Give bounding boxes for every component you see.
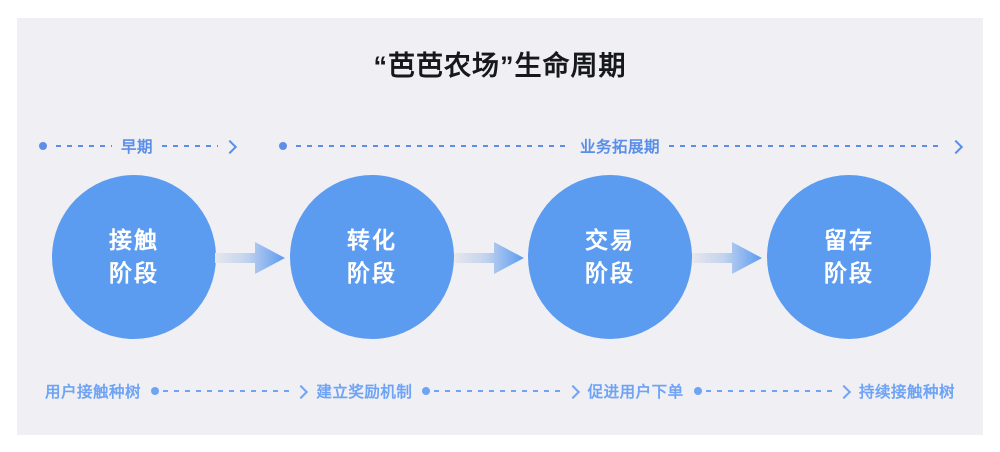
chevron-right-icon	[838, 384, 849, 398]
action-connector	[151, 384, 306, 398]
stage-label-line1: 接触	[109, 226, 159, 253]
stage-label-line1: 转化	[347, 226, 397, 253]
dashed-line	[705, 390, 837, 392]
stage-label-line1: 留存	[824, 226, 874, 253]
actions-band: 用户接触种树 建立奖励机制 促进用户下单 持续接触种树	[17, 373, 983, 409]
page-title: “芭芭农场”生命周期	[373, 51, 627, 81]
stage-label-line2: 阶段	[109, 260, 159, 286]
phase-header-band: 早期 业务拓展期	[17, 128, 983, 164]
phase-label-expansion: 业务拓展期	[580, 139, 661, 156]
stage-node-contact[interactable]: 接触 阶段	[52, 175, 216, 339]
stage-label-line2: 阶段	[585, 260, 635, 286]
dot-icon	[39, 142, 47, 150]
action-connector	[422, 384, 577, 398]
dot-icon	[151, 387, 160, 395]
chevron-right-icon	[567, 384, 578, 398]
phase-track-early: 早期	[39, 128, 235, 164]
dot-icon	[279, 142, 287, 150]
dashed-line	[669, 145, 945, 147]
dashed-line	[163, 390, 295, 392]
block-arrow-right-icon	[215, 242, 285, 274]
dashed-line	[434, 390, 566, 392]
phase-track-expansion: 业务拓展期	[279, 128, 961, 164]
dashed-line	[56, 145, 112, 147]
chevron-right-icon	[950, 139, 961, 153]
stage-node-conversion[interactable]: 转化 阶段	[290, 175, 454, 339]
dot-icon	[422, 387, 431, 395]
action-label-contact-tree: 用户接触种树	[45, 384, 142, 401]
stage-label-line1: 交易	[585, 226, 635, 253]
dashed-line	[162, 145, 219, 147]
dot-icon	[693, 387, 702, 395]
action-connector	[693, 384, 849, 398]
stage-label-line2: 阶段	[347, 260, 397, 286]
action-label-continuous-tree: 持续接触种树	[858, 384, 955, 401]
chevron-right-icon	[295, 384, 306, 398]
action-label-promote-order: 促进用户下单	[587, 384, 684, 401]
stage-label-line2: 阶段	[824, 260, 874, 286]
infographic-card: “芭芭农场”生命周期 早期 业务拓展期 接触 阶段	[17, 18, 983, 435]
block-arrow-right-icon	[692, 242, 762, 274]
phase-label-early: 早期	[121, 139, 154, 156]
block-arrow-right-icon	[454, 242, 524, 274]
dashed-line	[296, 145, 571, 147]
chevron-right-icon	[224, 139, 235, 153]
stages-row: 接触 阶段 转化 阶段	[17, 175, 983, 341]
stage-node-retention[interactable]: 留存 阶段	[767, 175, 931, 339]
action-label-reward-system: 建立奖励机制	[316, 384, 413, 401]
stage-node-transaction[interactable]: 交易 阶段	[528, 175, 692, 339]
